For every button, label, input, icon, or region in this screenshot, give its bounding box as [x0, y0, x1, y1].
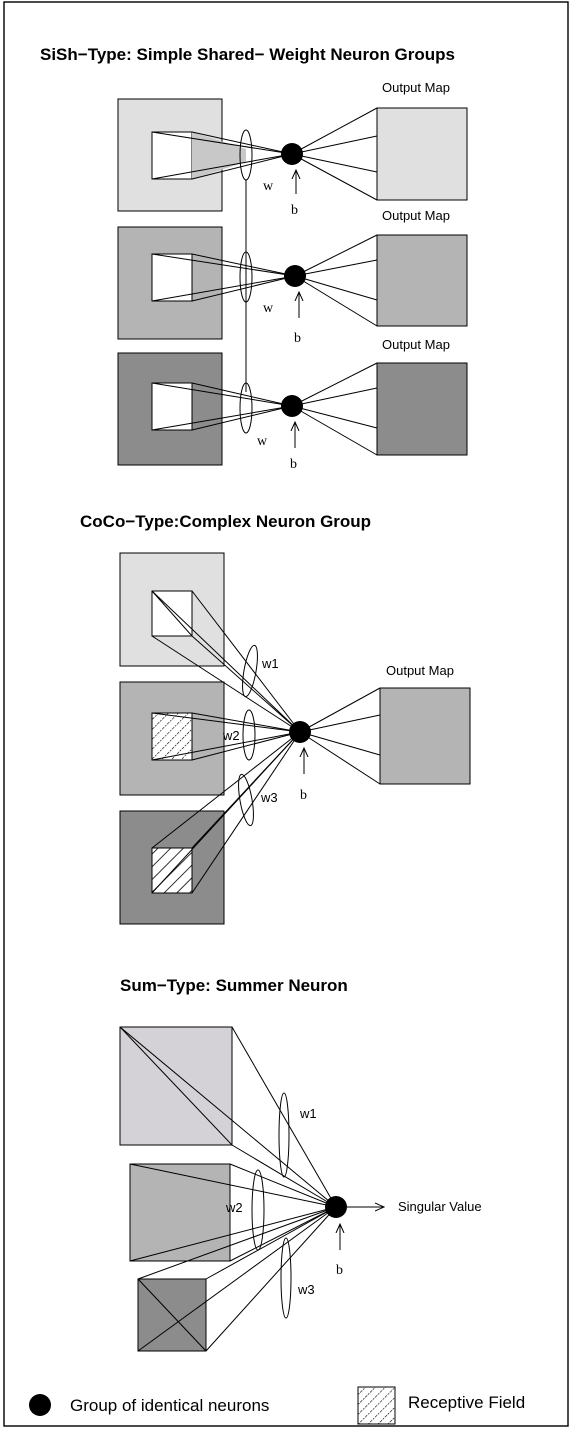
sum-weight-ellipse-3: [280, 1237, 292, 1319]
sum-w2-label: w2: [225, 1200, 243, 1215]
receptive-field-3: [151, 382, 193, 431]
sum-input-map-2: [129, 1163, 231, 1262]
legend-receptive-field-label: Receptive Field: [408, 1393, 525, 1412]
coco-title: CoCo−Type:Complex Neuron Group: [80, 512, 371, 531]
connections-2: [151, 253, 296, 302]
bias-label-2: b: [294, 331, 301, 346]
weight-ellipse-2: [239, 251, 253, 303]
weight-ellipse-3: [239, 382, 253, 434]
sum-connections: [119, 1026, 337, 1352]
receptive-field-2: [151, 253, 193, 302]
output-map-3: [376, 362, 468, 456]
sum-weight-ellipse-1: [278, 1092, 290, 1178]
sish-title: SiSh−Type: Simple Shared− Weight Neuron …: [40, 45, 455, 64]
weight-label-1: w: [263, 179, 274, 194]
output-map-1: [376, 107, 468, 201]
coco-output-map: [379, 687, 471, 785]
sum-bias-label: b: [336, 1263, 343, 1278]
output-fan-2: [294, 234, 378, 327]
coco-w1-label: w1: [261, 656, 279, 671]
legend-neuron-label: Group of identical neurons: [70, 1396, 269, 1415]
coco-bias-label: b: [300, 788, 307, 803]
legend-neuron-icon: [29, 1394, 51, 1416]
coco-weight-ellipse-2: [242, 709, 256, 761]
sish-section: SiSh−Type: Simple Shared− Weight Neuron …: [40, 45, 468, 472]
weight-label-3: w: [257, 434, 268, 449]
singular-value-label: Singular Value: [398, 1199, 482, 1214]
output-fan-3: [291, 362, 378, 456]
output-map-2: [376, 234, 468, 327]
weight-label-2: w: [263, 301, 274, 316]
output-map-label-2: Output Map: [382, 208, 450, 223]
output-map-label-3: Output Map: [382, 337, 450, 352]
figure-frame: [3, 1, 569, 1427]
coco-output-fan: [299, 687, 381, 785]
coco-section: CoCo−Type:Complex Neuron Group w1: [80, 512, 471, 925]
coco-connections: [151, 590, 301, 894]
coco-weight-ellipse-1: [242, 644, 258, 698]
sum-w1-label: w1: [299, 1106, 317, 1121]
connections-1: [151, 131, 293, 180]
coco-output-map-label: Output Map: [386, 663, 454, 678]
bias-label-1: b: [291, 203, 298, 218]
output-fan-1: [291, 107, 378, 201]
coco-weight-ellipse-3: [238, 773, 254, 827]
sum-neuron: [325, 1196, 347, 1218]
sum-weight-ellipse-2: [251, 1169, 265, 1251]
sum-section: Sum−Type: Summer Neuron w1 w2 w3 Singula…: [119, 976, 482, 1352]
sum-w3-label: w3: [297, 1282, 315, 1297]
coco-w2-label: w2: [222, 728, 240, 743]
sum-title: Sum−Type: Summer Neuron: [120, 976, 348, 995]
legend: Group of identical neurons Receptive Fie…: [29, 1386, 525, 1425]
coco-w3-label: w3: [260, 790, 278, 805]
output-map-label-1: Output Map: [382, 80, 450, 95]
bias-label-3: b: [290, 457, 297, 472]
receptive-field-1: [151, 131, 193, 180]
connections-3: [151, 382, 293, 431]
